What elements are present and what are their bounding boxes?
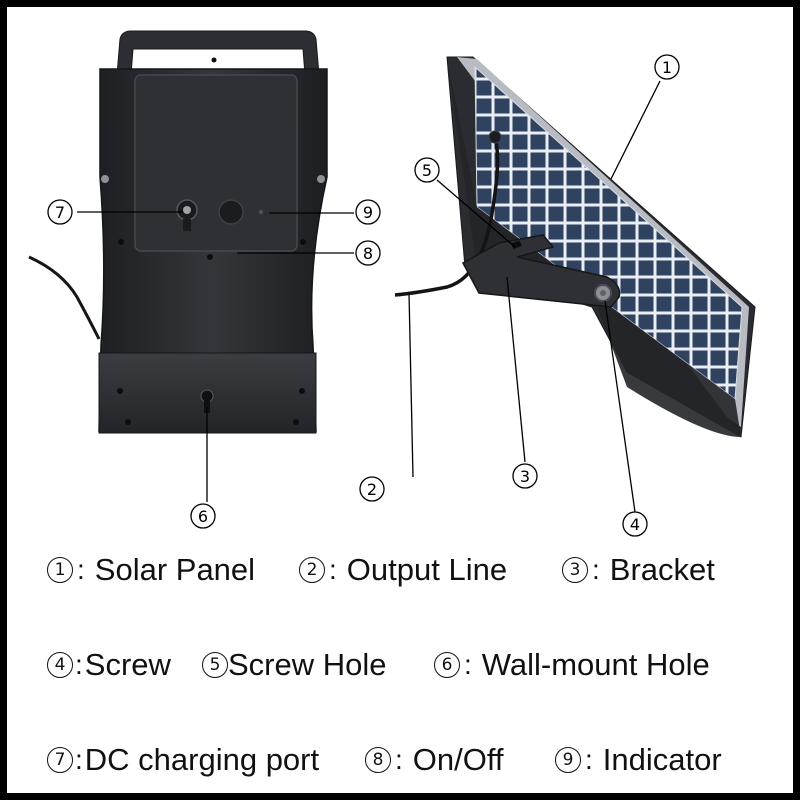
legend-item-wall-mount-hole: 6: Wall-mount Hole — [434, 647, 710, 683]
legend-number: 3 — [562, 557, 588, 583]
leader-lines — [77, 80, 661, 513]
callout-8: 8 — [355, 240, 381, 266]
svg-text:4: 4 — [630, 515, 640, 534]
svg-text:6: 6 — [198, 507, 208, 526]
legend-item-indicator: 9: Indicator — [555, 742, 722, 778]
callout-2: 2 — [359, 476, 385, 502]
legend-label: Bracket — [609, 552, 715, 587]
legend-number: 5 — [202, 652, 228, 678]
legend-separator: : — [464, 649, 472, 680]
callout-6: 6 — [190, 503, 216, 529]
legend-separator: : — [75, 744, 83, 775]
legend-number: 9 — [555, 747, 581, 773]
legend-number: 4 — [47, 652, 73, 678]
legend: 1: Solar Panel 2: Output Line 3: Bracket 4:… — [7, 547, 793, 793]
svg-text:7: 7 — [55, 203, 65, 222]
legend-label: Screw — [84, 647, 171, 682]
svg-text:2: 2 — [367, 480, 377, 499]
legend-label: On/Off — [412, 742, 504, 777]
solar-panel-side-view — [394, 56, 756, 438]
legend-separator: : — [592, 554, 600, 585]
svg-text:3: 3 — [520, 467, 530, 486]
callout-7: 7 — [47, 199, 73, 225]
legend-row-3: 7:DC charging port 8:On/Off 9:Indicator — [7, 742, 793, 793]
legend-number: 6 — [434, 652, 460, 678]
svg-text:9: 9 — [363, 203, 373, 222]
on-off-button — [218, 199, 244, 225]
legend-number: 2 — [299, 557, 325, 583]
legend-number: 8 — [365, 747, 391, 773]
legend-label: Output Line — [346, 552, 508, 587]
legend-row-1: 1: Solar Panel 2: Output Line 3: Bracket — [7, 552, 793, 612]
legend-item-dc-charging-port: 7:DC charging port — [47, 742, 319, 778]
light-body-back-view — [28, 30, 328, 434]
legend-label: Wall-mount Hole — [481, 647, 710, 682]
svg-text:5: 5 — [422, 161, 432, 180]
legend-item-output-line: 2: Output Line — [299, 552, 507, 588]
legend-separator: : — [395, 744, 403, 775]
dc-charging-port — [176, 199, 198, 231]
legend-number: 7 — [47, 747, 73, 773]
legend-item-solar-panel: 1: Solar Panel — [47, 552, 255, 588]
callout-4: 4 — [622, 511, 648, 537]
legend-separator: : — [77, 554, 85, 585]
legend-label: DC charging port — [84, 742, 320, 777]
legend-separator: : — [329, 554, 337, 585]
product-diagram: 1 2 3 4 5 6 7 8 — [28, 30, 756, 537]
svg-text:8: 8 — [363, 244, 373, 263]
callout-5: 5 — [414, 157, 440, 183]
wall-mount-hole — [200, 389, 214, 413]
legend-item-bracket: 3: Bracket — [562, 552, 715, 588]
callout-9: 9 — [355, 199, 381, 225]
legend-label: Indicator — [602, 742, 722, 777]
legend-separator: : — [585, 744, 593, 775]
diagram-canvas: 1 2 3 4 5 6 7 8 — [7, 7, 793, 793]
legend-label: Solar Panel — [94, 552, 256, 587]
callout-1: 1 — [654, 54, 680, 80]
legend-item-screw: 4:Screw — [47, 647, 171, 683]
svg-text:1: 1 — [662, 58, 672, 77]
power-cable-left — [28, 255, 101, 340]
legend-label: Screw Hole — [228, 647, 387, 682]
legend-item-on-off: 8: On/Off — [365, 742, 504, 778]
indicator-light — [259, 210, 263, 214]
bracket — [461, 234, 621, 308]
legend-number: 1 — [47, 557, 73, 583]
legend-separator: : — [75, 649, 83, 680]
back-plate — [134, 74, 298, 252]
callout-3: 3 — [512, 463, 538, 489]
solar-panel-cells — [474, 65, 743, 400]
